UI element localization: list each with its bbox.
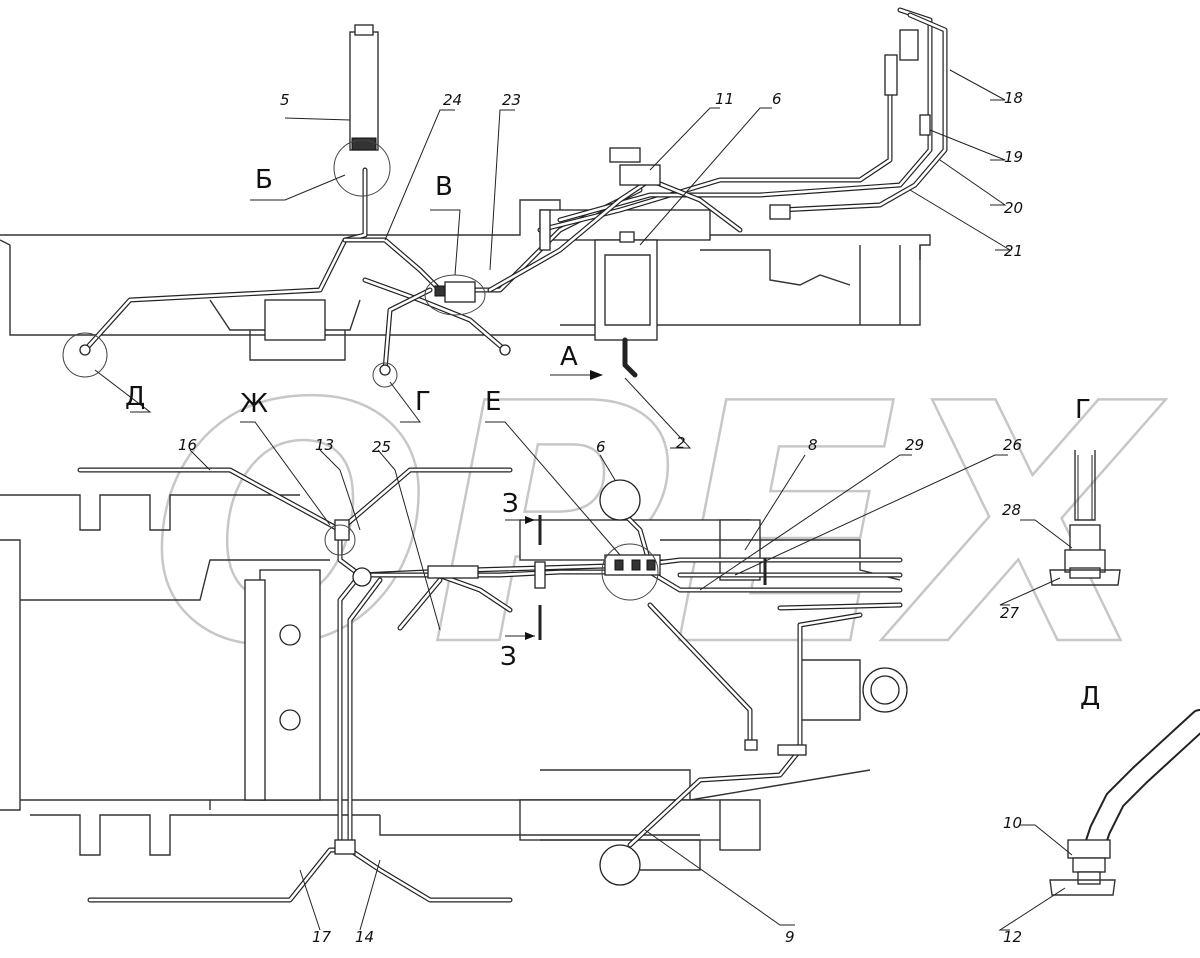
view-letter-e: Е bbox=[485, 387, 501, 417]
top-components bbox=[79, 24, 931, 378]
part-label-5: 5 bbox=[280, 91, 290, 109]
part-label-18: 18 bbox=[1004, 89, 1023, 107]
section-letter-z-bottom: З bbox=[500, 642, 517, 672]
part-label-17: 17 bbox=[312, 928, 332, 946]
detail-circles bbox=[62, 139, 659, 601]
view-letter-zh: Ж bbox=[240, 389, 268, 419]
detail-view-d bbox=[998, 709, 1200, 931]
part-label-11: 10 bbox=[1003, 814, 1022, 832]
part-label-21: 21 bbox=[1004, 242, 1023, 260]
part-label-27: 28 bbox=[1002, 501, 1021, 519]
part-label-28: 25 bbox=[372, 438, 391, 456]
part-label-2: 2 bbox=[676, 434, 686, 452]
detail-view-g bbox=[999, 450, 1121, 606]
part-label-12: 12 bbox=[1003, 928, 1022, 946]
view-letter-v: В bbox=[435, 172, 453, 202]
view-arrow-a bbox=[550, 370, 603, 380]
part-label-8: 8 bbox=[808, 436, 818, 454]
section-letter-z-top: З bbox=[502, 489, 519, 519]
part-label-29: 29 bbox=[905, 436, 924, 454]
pulley-6 bbox=[599, 479, 641, 521]
top-hose-lines bbox=[82, 7, 948, 373]
part-label-6-top: 6 bbox=[772, 90, 782, 108]
hydraulic-filter-5 bbox=[349, 31, 379, 151]
part-label-16: 14 bbox=[355, 928, 374, 946]
part-label-19: 19 bbox=[1004, 148, 1023, 166]
part-label-13: 13 bbox=[315, 436, 334, 454]
part-label-9: 9 bbox=[785, 928, 795, 946]
part-label-20: 20 bbox=[1004, 199, 1023, 217]
part-label-6-bottom: 6 bbox=[596, 438, 606, 456]
view-letter-g: Г bbox=[415, 387, 431, 417]
section-marker-z bbox=[505, 515, 767, 640]
part-label-14: 16 bbox=[178, 436, 197, 454]
part-label-26: 27 bbox=[1000, 604, 1020, 622]
detail-title-g: Г bbox=[1075, 395, 1091, 425]
part-label-10: 11 bbox=[715, 90, 734, 108]
detail-title-d: Д bbox=[1080, 682, 1100, 712]
part-label-24: 24 bbox=[443, 91, 462, 109]
part-label-23: 23 bbox=[502, 91, 521, 109]
view-letter-d: Д bbox=[125, 382, 145, 412]
bottom-frame bbox=[0, 494, 908, 871]
valve-block-10 bbox=[619, 164, 661, 186]
bottom-components bbox=[334, 479, 807, 886]
leader-lines bbox=[94, 69, 1012, 931]
view-letter-a: А bbox=[560, 342, 578, 372]
pulley-9 bbox=[599, 844, 641, 886]
view-letter-b: Б bbox=[255, 165, 273, 195]
part-label-25: 26 bbox=[1003, 436, 1022, 454]
